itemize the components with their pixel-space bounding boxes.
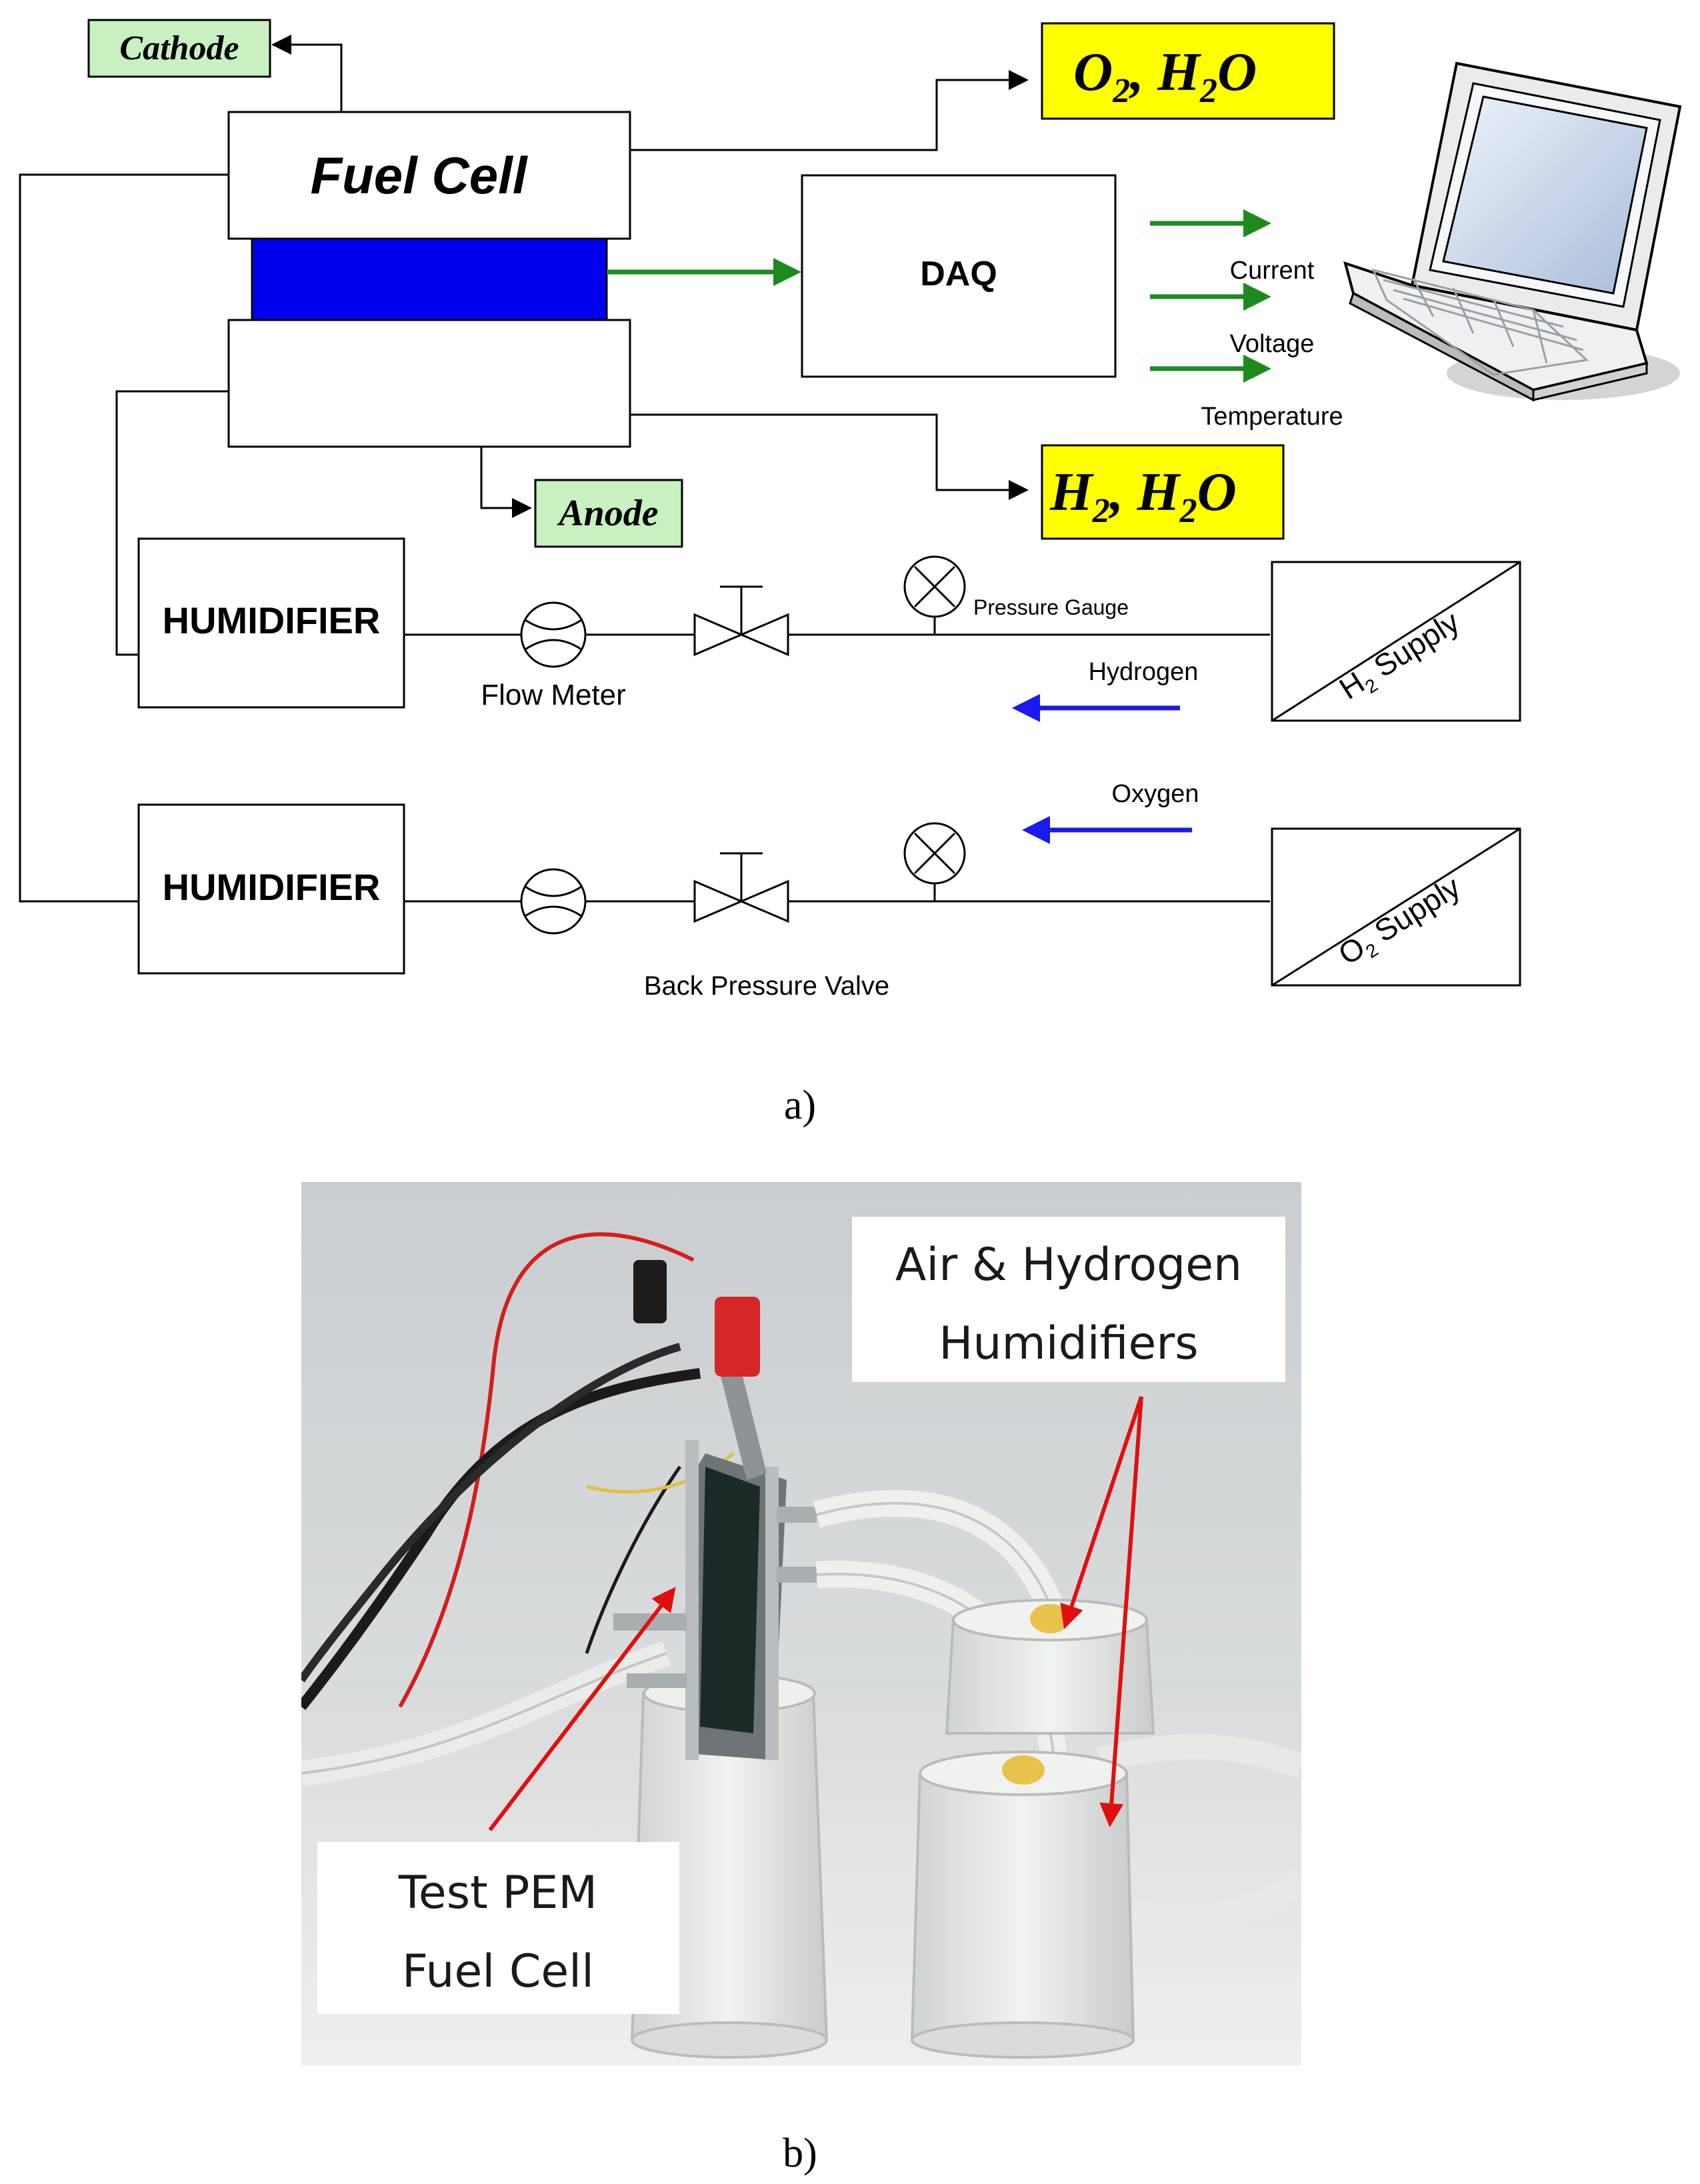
svg-text:Fuel Cell: Fuel Cell (402, 1945, 594, 1998)
pressure-gauge-oxygen-icon (903, 822, 966, 901)
svg-text:Anode: Anode (557, 493, 658, 534)
hydrogen-feed-line (115, 390, 229, 656)
oxygen-label: Oxygen (1112, 780, 1199, 808)
humidifier-oxygen (137, 803, 405, 975)
svg-text:Humidifiers: Humidifiers (939, 1317, 1198, 1370)
schematic: Cathode Fuel Cell O2, H2O H2, H2O An (19, 19, 1682, 1128)
anode-arrow (480, 447, 532, 518)
humidifier-arrow-2 (1099, 1396, 1143, 1827)
pressure-gauge-icon (903, 555, 966, 635)
svg-text:Air & Hydrogen: Air & Hydrogen (895, 1239, 1242, 1291)
svg-text:Cathode: Cathode (119, 29, 239, 67)
humidifier-arrow-1 (1060, 1396, 1143, 1629)
humidifier-hydrogen (137, 537, 405, 709)
setup-photo: Air & Hydrogen Humidifiers Test PEM Fuel… (301, 1182, 1301, 2065)
cathode-exhaust-line (630, 70, 1029, 151)
test-fuel-cell (613, 1260, 817, 1760)
back-pressure-valve-label: Back Pressure Valve (644, 971, 889, 1001)
valve-icon (693, 585, 789, 657)
fuel-cell-title: Fuel Cell (310, 146, 527, 205)
temperature-label: Temperature (1201, 403, 1343, 431)
svg-text:O2, H2O: O2, H2O (1073, 41, 1257, 110)
laptop-icon (1343, 61, 1682, 402)
membrane (251, 237, 608, 321)
fuel-cell-arrow (488, 1587, 676, 1831)
svg-text:H2, H2O: H2, H2O (1049, 461, 1237, 530)
humidifier-oxygen-label: HUMIDIFIER (163, 866, 381, 908)
humidifier-hydrogen-label: HUMIDIFIER (163, 599, 381, 641)
fuel-cell-anode-plate (227, 319, 631, 448)
cathode-arrow (271, 35, 343, 112)
anode-exhaust-line (630, 413, 1029, 500)
daq-label: DAQ (920, 255, 997, 293)
flow-meter-icon (520, 601, 587, 668)
fuel-cell-cathode-plate (227, 111, 631, 240)
pressure-gauge-label: Pressure Gauge (973, 595, 1129, 619)
cathode-products-box: O2, H2O (1041, 22, 1335, 120)
flow-meter-oxygen-icon (520, 868, 587, 935)
fuel-cell-callout: Test PEM Fuel Cell (317, 1842, 679, 2014)
flow-meter-label: Flow Meter (481, 679, 626, 711)
o2-supply-box: O2 Supply (1271, 827, 1521, 987)
humidifier-jars (910, 1599, 1155, 2059)
anode-label: Anode (534, 479, 683, 548)
voltage-label: Voltage (1230, 330, 1315, 358)
oxygen-feed-line (19, 173, 229, 903)
back-pressure-valve-icon (693, 852, 789, 923)
svg-text:Test PEM: Test PEM (398, 1867, 597, 1919)
cathode-label: Cathode (87, 19, 271, 78)
caption-a: a) (784, 1083, 816, 1128)
caption-b: b) (783, 2131, 817, 2176)
hydrogen-label: Hydrogen (1089, 658, 1199, 686)
anode-products-box: H2, H2O (1041, 444, 1285, 540)
current-label: Current (1230, 257, 1315, 285)
daq-box (801, 174, 1117, 378)
humidifiers-callout: Air & Hydrogen Humidifiers (852, 1217, 1285, 1382)
h2-supply-box: H2 Supply (1271, 561, 1521, 722)
